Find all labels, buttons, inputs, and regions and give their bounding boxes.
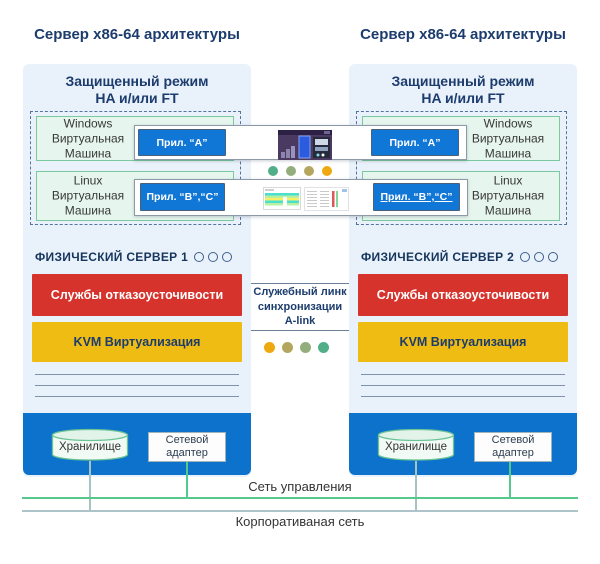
server2-app-a-node: Прил. “А”: [371, 129, 459, 156]
status-circle-icon: [548, 252, 559, 262]
divider-line: [35, 385, 239, 386]
corporate-network-line: [22, 510, 578, 512]
server2-storage: Хранилище: [376, 428, 456, 462]
replication-dots-bottom: [264, 342, 329, 353]
management-network-label: Сеть управления: [248, 479, 352, 494]
sync-dot-icon: [300, 342, 311, 353]
server1-adapter-connector: [186, 462, 188, 498]
management-network-line: [22, 497, 578, 499]
corporate-network-label: Корпоративаная сеть: [235, 514, 365, 529]
server1-kvm-virtualization: KVM Виртуализация: [32, 322, 242, 362]
server2-kvm-virtualization: KVM Виртуализация: [358, 322, 568, 362]
status-circle-icon: [208, 252, 219, 262]
divider-line: [35, 396, 239, 397]
server1-storage-connector: [89, 461, 91, 511]
server2-physical-heading: ФИЗИЧЕСКИЙ СЕРВЕР 2: [361, 250, 559, 264]
server2-network-adapter: Сетевой адаптер: [474, 432, 552, 462]
sync-link-label: Служебный линк синхронизации A-link: [251, 283, 349, 331]
spreadsheet-icon: [263, 187, 301, 210]
status-circle-icon: [534, 252, 545, 262]
app-bc-table-thumbnail: [263, 187, 301, 215]
app-bc-report-thumbnail: [304, 187, 349, 216]
server2-adapter-connector: [509, 462, 511, 498]
server2-app-bc-node: Прил. “B”,“C”: [373, 183, 460, 211]
storage-cylinder-icon: [51, 428, 129, 461]
server1-app-a-node: Прил. “А”: [138, 129, 226, 156]
linux-vm-label: Linux Виртуальная Машина: [471, 173, 545, 218]
server2-storage-connector: [415, 461, 417, 511]
app-window-icon: [278, 130, 332, 160]
server1-network-adapter: Сетевой адаптер: [148, 432, 226, 462]
windows-vm-label: Windows Виртуальная Машина: [51, 116, 125, 160]
status-circle-icon: [520, 252, 531, 262]
windows-vm-label: Windows Виртуальная Машина: [471, 116, 545, 160]
status-circles-icon: [520, 252, 559, 262]
sync-dot-icon: [264, 342, 275, 353]
status-circle-icon: [194, 252, 205, 262]
server1-app-bc-node: Прил. “B”,“C”: [140, 183, 225, 211]
divider-line: [35, 374, 239, 375]
document-icon: [304, 187, 349, 211]
sync-dot-icon: [268, 166, 278, 176]
server2-protected-mode-title: Защищенный режим HA и/или FT: [391, 73, 535, 107]
storage-cylinder-icon: [377, 428, 455, 461]
server2-title: Сервер x86-64 архитектуры: [360, 26, 566, 43]
status-circle-icon: [222, 252, 233, 262]
sync-dot-icon: [304, 166, 314, 176]
sync-dot-icon: [318, 342, 329, 353]
server1-storage: Хранилище: [50, 428, 130, 462]
replication-dots-top: [268, 166, 332, 176]
storage-label: Хранилище: [58, 441, 122, 453]
sync-dot-icon: [286, 166, 296, 176]
sync-dot-icon: [322, 166, 332, 176]
app-a-screenshot-thumbnail: [278, 130, 332, 165]
linux-vm-label: Linux Виртуальная Машина: [51, 173, 125, 218]
sync-dot-icon: [282, 342, 293, 353]
divider-line: [361, 385, 565, 386]
server2-failover-services: Службы отказоусточивости: [358, 274, 568, 316]
status-circles-icon: [194, 252, 233, 262]
server1-protected-mode-title: Защищенный режим HA и/или FT: [65, 73, 209, 107]
server1-failover-services: Службы отказоусточивости: [32, 274, 242, 316]
server1-physical-heading: ФИЗИЧЕСКИЙ СЕРВЕР 1: [35, 250, 233, 264]
divider-line: [361, 374, 565, 375]
storage-label: Хранилище: [384, 441, 448, 453]
divider-line: [361, 396, 565, 397]
server1-title: Сервер x86-64 архитектуры: [34, 26, 240, 43]
